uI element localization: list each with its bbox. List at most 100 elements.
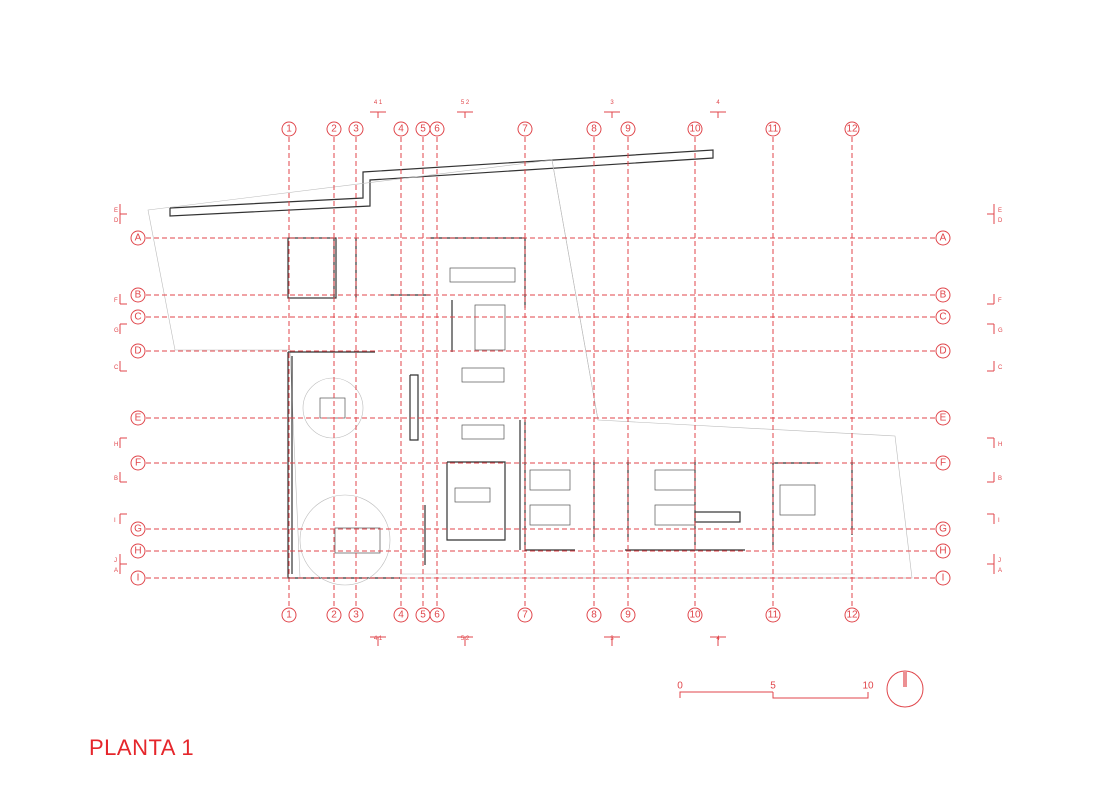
grid-bubble (517, 607, 533, 623)
section-marks: 4 14 15 25 23344EEDDFFGGCCHHBBIIJJAA (114, 100, 1003, 646)
grid-label-col: 11 (768, 610, 779, 621)
grid-bubble (935, 287, 951, 303)
section-mark-label: G (998, 328, 1003, 334)
grid-label-col: 4 (398, 610, 404, 621)
grid-label-col: 5 (420, 124, 426, 135)
grid-bubble (348, 607, 364, 623)
grid-label-col: 5 (420, 610, 426, 621)
grid-bubble (517, 121, 533, 137)
section-mark-label: B (998, 476, 1002, 482)
grid-label-row: G (134, 524, 142, 535)
grid-bubble (586, 121, 602, 137)
section-mark-label: H (114, 442, 118, 448)
grid-label-col: 9 (625, 124, 631, 135)
grid-bubble (620, 607, 636, 623)
north-arrow-icon (886, 670, 924, 708)
grid-bubble (281, 121, 297, 137)
grid-bubble (844, 607, 860, 623)
section-mark-label: B (114, 476, 118, 482)
grid-label-col: 2 (331, 124, 337, 135)
section-mark-label: A (114, 568, 118, 574)
section-mark-label: G (114, 328, 119, 334)
grid-label-row: B (940, 290, 947, 301)
section-mark-label: 4 1 (374, 100, 383, 106)
section-mark-label: E (998, 208, 1002, 214)
grid-bubble (281, 607, 297, 623)
grid-label-row: I (137, 573, 140, 584)
grid-label-col: 8 (591, 124, 597, 135)
grid-label-row: C (134, 312, 141, 323)
grid-bubble (429, 121, 445, 137)
grid-label-col: 6 (434, 124, 440, 135)
section-mark-label: J (998, 558, 1001, 564)
grid-label-col: 12 (846, 610, 858, 621)
section-mark-label: D (998, 218, 1003, 224)
section-mark-label: E (114, 208, 118, 214)
grid-bubble (326, 121, 342, 137)
grid-label-row: A (135, 233, 142, 244)
grid-bubble (586, 607, 602, 623)
grid-bubble (429, 607, 445, 623)
grid-bubble (130, 343, 146, 359)
grid-label-row: F (135, 458, 141, 469)
section-mark-label: D (114, 218, 119, 224)
grid-label-row: D (939, 346, 946, 357)
grid-label-col: 12 (846, 124, 858, 135)
section-mark-label: 5 2 (461, 100, 470, 106)
grid-bubble (130, 230, 146, 246)
grid-bubble (393, 121, 409, 137)
grid-bubble (935, 410, 951, 426)
grid-label-row: E (940, 413, 947, 424)
section-mark-label: 3 (610, 100, 614, 106)
grid-label-col: 1 (286, 124, 292, 135)
grid-label-col: 7 (522, 610, 528, 621)
grid-bubble (620, 121, 636, 137)
scale-label-10: 10 (862, 681, 874, 692)
grid-label-col: 6 (434, 610, 440, 621)
grid-bubble (687, 607, 703, 623)
grid-bubble (935, 230, 951, 246)
grid-label-col: 10 (689, 124, 701, 135)
grid-bubble (130, 543, 146, 559)
grid-bubble (765, 607, 781, 623)
grid-label-row: D (134, 346, 141, 357)
grid-label-row: F (940, 458, 946, 469)
grid-bubble (130, 570, 146, 586)
section-mark-label: F (114, 298, 118, 304)
section-mark-label: C (998, 365, 1003, 371)
section-mark-label: I (114, 518, 116, 524)
scale-label-5: 5 (770, 681, 776, 692)
grid-label-row: I (942, 573, 945, 584)
scale-label-0: 0 (677, 681, 683, 692)
grid-bubble (326, 607, 342, 623)
grid-label-row: H (939, 546, 946, 557)
grid-bubble (844, 121, 860, 137)
section-mark-label: I (998, 518, 1000, 524)
grid-label-col: 8 (591, 610, 597, 621)
grid-bubble (935, 455, 951, 471)
grid-bubble (935, 521, 951, 537)
grid-label-col: 1 (286, 610, 292, 621)
grid-bubble (130, 521, 146, 537)
grid-label-row: G (939, 524, 947, 535)
grid-label-col: 2 (331, 610, 337, 621)
grid-label-col: 3 (353, 610, 359, 621)
grid-label-row: A (940, 233, 947, 244)
section-mark-label: F (998, 298, 1002, 304)
grid-bubble (130, 455, 146, 471)
plan-title: PLANTA 1 (89, 735, 195, 760)
grid-bubble (765, 121, 781, 137)
grid-bubble (935, 570, 951, 586)
grid-label-row: E (135, 413, 142, 424)
scale-bar: 0 5 10 (677, 670, 924, 708)
grid-label-row: H (134, 546, 141, 557)
grid-bubble (130, 410, 146, 426)
section-mark-label: C (114, 365, 119, 371)
section-mark-label: H (998, 442, 1002, 448)
grid-bubble (935, 343, 951, 359)
grid-label-col: 4 (398, 124, 404, 135)
grid-label-col: 9 (625, 610, 631, 621)
grid-label-row: C (939, 312, 946, 323)
